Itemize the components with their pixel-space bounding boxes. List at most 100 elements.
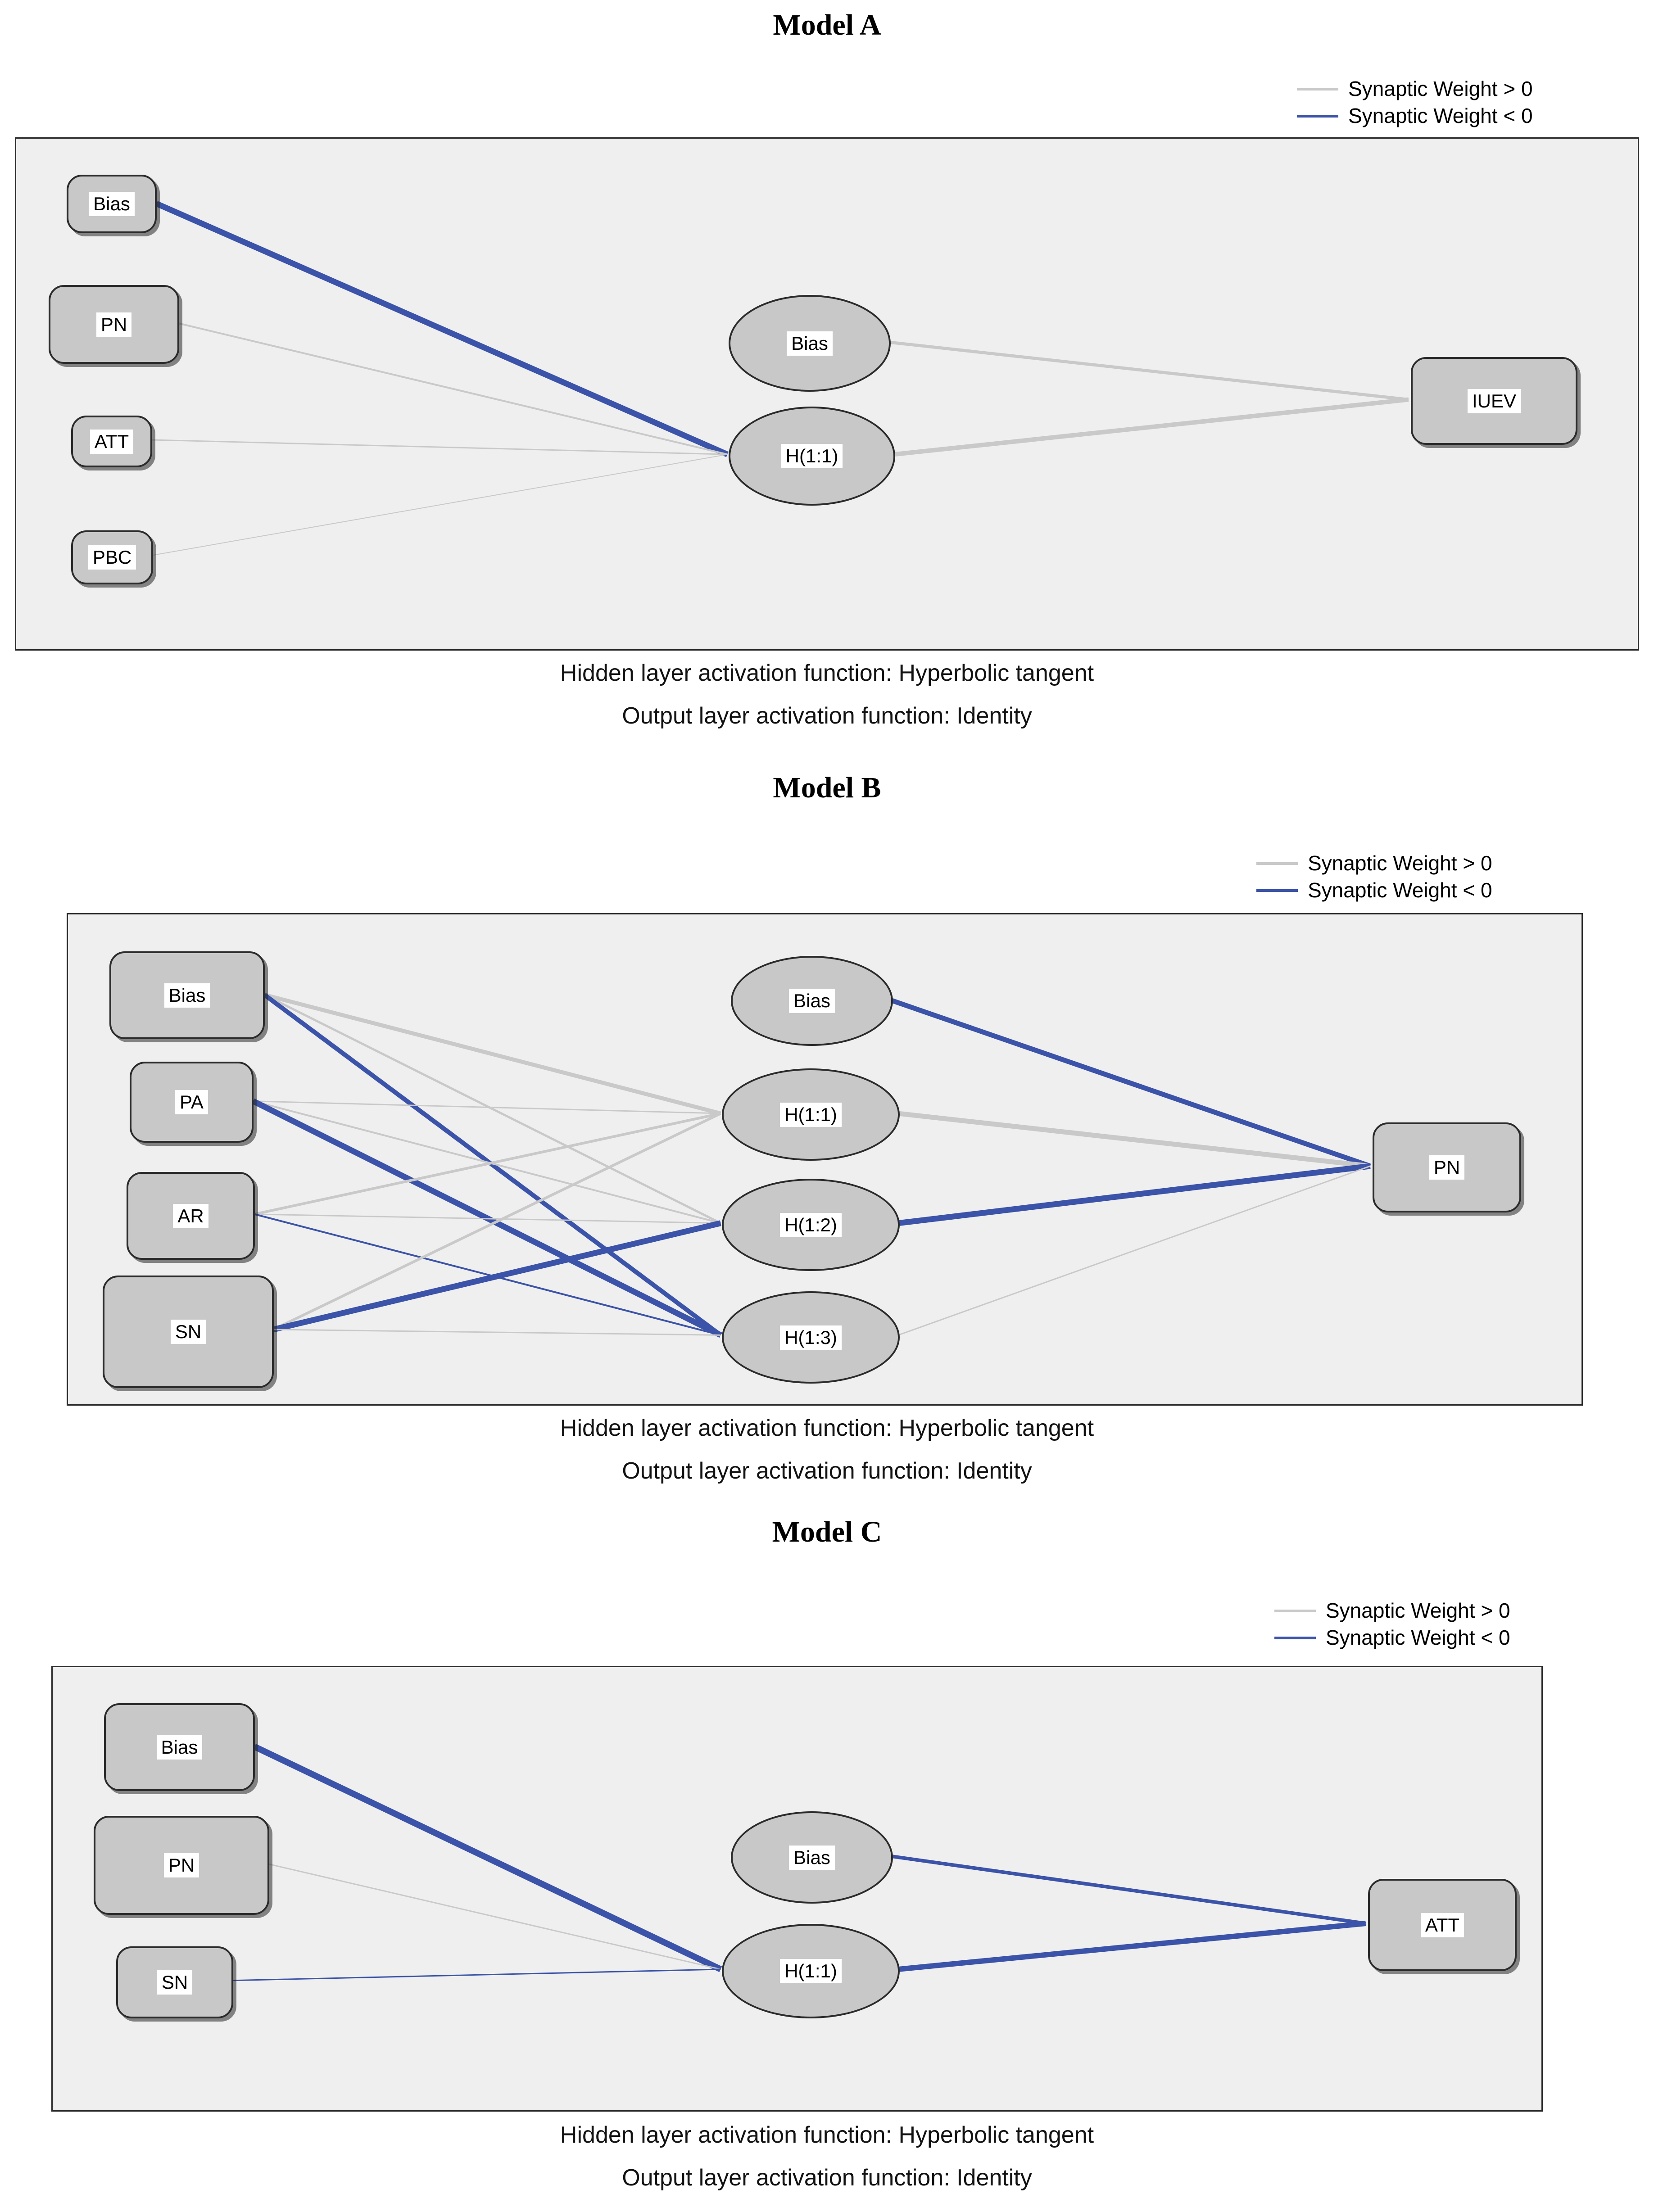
legend-label-negative: Synaptic Weight < 0 <box>1326 1625 1510 1649</box>
caption-hidden-activation-a: Hidden layer activation function: Hyperb… <box>560 660 1094 686</box>
legend-row-negative: Synaptic Weight < 0 <box>1256 877 1492 904</box>
legend-model-b: Synaptic Weight > 0 Synaptic Weight < 0 <box>1256 850 1492 904</box>
node-input-ar: AR <box>127 1172 255 1260</box>
node-input-bias: Bias <box>104 1703 255 1791</box>
node-hidden-bias: Bias <box>731 956 893 1046</box>
edge-positive <box>272 1112 721 1331</box>
legend-row-negative: Synaptic Weight < 0 <box>1297 103 1533 130</box>
node-label: H(1:1) <box>780 1959 842 1983</box>
node-label: PA <box>175 1090 208 1114</box>
synaptic-edges <box>233 1744 1366 1981</box>
edge-positive <box>898 1111 1371 1169</box>
node-label: H(1:3) <box>780 1325 842 1350</box>
legend-swatch-positive <box>1256 862 1298 865</box>
legend-swatch-negative <box>1274 1636 1316 1639</box>
edge-negative <box>898 1921 1366 1972</box>
caption-hidden-activation-c: Hidden layer activation function: Hyperb… <box>560 2122 1094 2148</box>
edge-positive <box>893 397 1409 457</box>
edge-negative <box>253 1744 722 1972</box>
caption-output-activation-b: Output layer activation function: Identi… <box>622 1458 1032 1484</box>
node-output-pn: PN <box>1373 1122 1521 1212</box>
edge-negative <box>155 201 729 457</box>
caption-hidden-activation-b: Hidden layer activation function: Hyperb… <box>560 1415 1094 1441</box>
node-label: Bias <box>164 983 210 1008</box>
legend-label-negative: Synaptic Weight < 0 <box>1348 104 1533 127</box>
model-title-a: Model A <box>773 9 881 41</box>
node-input-bias: Bias <box>67 175 157 233</box>
edge-negative <box>272 1220 721 1333</box>
legend-row-negative: Synaptic Weight < 0 <box>1274 1624 1510 1651</box>
caption-output-activation-c: Output layer activation function: Identi… <box>622 2165 1032 2191</box>
node-label: Bias <box>789 989 835 1013</box>
node-output-att: ATT <box>1368 1879 1517 1971</box>
legend-row-positive: Synaptic Weight > 0 <box>1256 850 1492 877</box>
edge-positive <box>264 994 721 1224</box>
edge-positive <box>153 454 728 556</box>
node-input-att: ATT <box>71 416 152 467</box>
node-hidden-bias: Bias <box>729 295 891 392</box>
model-title-b: Model B <box>773 771 881 804</box>
edge-negative <box>890 998 1371 1169</box>
edge-positive <box>898 1165 1371 1336</box>
legend-label-positive: Synaptic Weight > 0 <box>1326 1599 1510 1622</box>
node-label: SN <box>157 1970 193 1995</box>
node-label: H(1:2) <box>780 1212 842 1237</box>
caption-output-activation-a: Output layer activation function: Identi… <box>622 703 1032 729</box>
legend-label-positive: Synaptic Weight > 0 <box>1348 77 1533 100</box>
node-label: Bias <box>89 192 135 216</box>
node-hidden-h-1-2: H(1:2) <box>722 1179 900 1271</box>
node-label: IUEV <box>1467 389 1521 413</box>
edge-positive <box>152 439 728 455</box>
legend-label-negative: Synaptic Weight < 0 <box>1308 878 1492 902</box>
legend-label-positive: Synaptic Weight > 0 <box>1308 851 1492 875</box>
edge-positive <box>273 1329 721 1336</box>
synaptic-edges <box>152 201 1409 556</box>
legend-model-c: Synaptic Weight > 0 Synaptic Weight < 0 <box>1274 1597 1510 1651</box>
edge-positive <box>253 1100 721 1224</box>
edge-negative <box>263 993 722 1337</box>
legend-swatch-positive <box>1297 87 1338 90</box>
node-input-sn: SN <box>116 1946 233 2018</box>
node-label: ATT <box>1420 1913 1464 1937</box>
edge-positive <box>254 1112 721 1216</box>
node-label: H(1:1) <box>781 444 843 468</box>
edge-negative <box>233 1968 721 1981</box>
edge-positive <box>254 1213 721 1224</box>
node-input-pn: PN <box>49 285 179 364</box>
node-input-bias: Bias <box>109 951 265 1039</box>
legend-model-a: Synaptic Weight > 0 Synaptic Weight < 0 <box>1297 76 1533 130</box>
synaptic-edges <box>252 993 1371 1338</box>
model-title-c: Model C <box>772 1515 882 1548</box>
edge-negative <box>897 1163 1371 1226</box>
edge-negative <box>891 1855 1366 1925</box>
node-label: Bias <box>787 331 833 356</box>
node-label: Bias <box>789 1845 835 1870</box>
node-label: SN <box>170 1320 206 1344</box>
edge-positive <box>889 340 1409 401</box>
edge-positive <box>268 1863 721 1970</box>
node-label: PN <box>96 312 132 337</box>
node-input-pbc: PBC <box>71 530 153 584</box>
edge-positive <box>264 993 721 1116</box>
node-label: PN <box>163 1853 199 1877</box>
node-label: Bias <box>156 1735 203 1760</box>
legend-swatch-negative <box>1256 889 1298 892</box>
edge-positive <box>253 1100 721 1114</box>
node-label: PN <box>1429 1155 1465 1180</box>
node-label: AR <box>173 1203 208 1228</box>
node-hidden-bias: Bias <box>731 1811 893 1904</box>
node-input-sn: SN <box>103 1276 274 1388</box>
node-input-pn: PN <box>94 1816 269 1915</box>
edge-positive <box>178 322 728 456</box>
legend-swatch-negative <box>1297 114 1338 118</box>
node-hidden-h-1-1: H(1:1) <box>729 407 895 506</box>
node-label: ATT <box>90 429 134 454</box>
node-hidden-h-1-1: H(1:1) <box>722 1924 900 2018</box>
node-output-iuev: IUEV <box>1411 357 1577 445</box>
legend-swatch-positive <box>1274 1609 1316 1612</box>
legend-row-positive: Synaptic Weight > 0 <box>1274 1597 1510 1624</box>
node-hidden-h-1-1: H(1:1) <box>722 1068 900 1161</box>
